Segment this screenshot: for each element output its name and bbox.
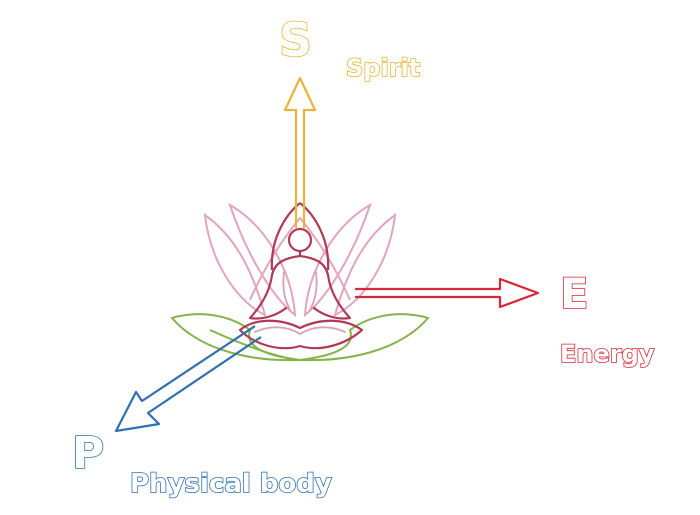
meditating-figure: [238, 227, 364, 350]
energy-label: Energy: [560, 340, 655, 368]
spirit-label: Spirit: [346, 54, 420, 82]
energy-arrow: [355, 277, 540, 309]
physical-label: Physical body: [130, 469, 332, 499]
energy-letter: E: [560, 269, 589, 318]
lotus-base-leaves: [170, 313, 430, 362]
spirit-letter: S: [279, 13, 312, 67]
spirit-arrow: [283, 76, 317, 228]
physical-arrow: [114, 325, 262, 433]
physical-letter: P: [72, 428, 104, 479]
figure-head: [287, 227, 313, 253]
lotus-petals-pink: [203, 202, 397, 318]
